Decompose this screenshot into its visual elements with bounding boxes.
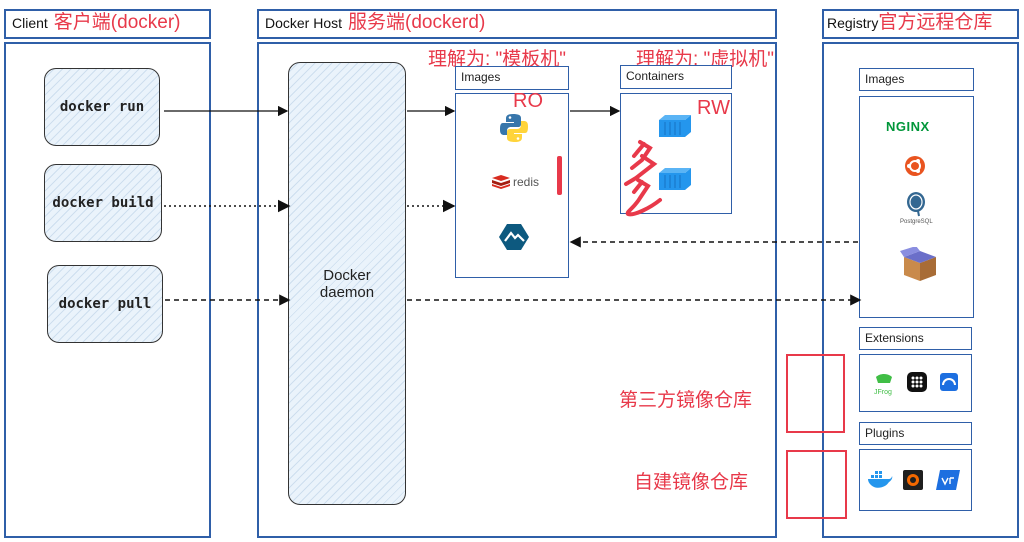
client-title-cn: 客户端(docker) [53, 12, 181, 33]
registry-header: Registry官方远程仓库 [822, 9, 1019, 39]
host-containers-label: Containers [620, 65, 732, 89]
ro-label: RO [513, 90, 543, 112]
box-icon [900, 247, 936, 281]
registry-title-cn: 官方远程仓库 [878, 12, 993, 33]
alpine-icon [499, 224, 529, 250]
docker-daemon[interactable]: Docker daemon [288, 62, 406, 505]
host-title-cn: 服务端(dockerd) [348, 12, 486, 33]
ubuntu-icon [905, 156, 925, 176]
postgresql-label: PostgreSQL [900, 219, 933, 225]
jfrog-icon [876, 374, 892, 383]
docker-run-label: docker run [59, 99, 145, 115]
container-icon [659, 168, 691, 190]
client-title: Client [12, 15, 48, 31]
third-party-highlight [786, 354, 845, 433]
host-header: Docker Host 服务端(dockerd) [257, 9, 777, 39]
redis-icon [492, 175, 510, 189]
host-images-label: Images [455, 66, 569, 90]
self-built-registry-label: 自建镜像仓库 [634, 472, 749, 493]
handwritten-annotation [624, 140, 662, 217]
self-built-highlight [786, 450, 847, 519]
docker-whale-icon [868, 471, 893, 488]
vmware-icon [936, 470, 960, 490]
docker-run-command[interactable]: docker run [44, 68, 160, 146]
postgresql-icon [907, 192, 925, 217]
third-party-registry-label: 第三方镜像仓库 [619, 390, 753, 411]
images-note: 理解为: "模板机" [428, 49, 567, 70]
client-header: Client 客户端(docker) [4, 9, 211, 39]
registry-images-label: Images [859, 68, 974, 91]
docker-pull-command[interactable]: docker pull [47, 265, 163, 343]
dashboard-app-icon [940, 373, 958, 391]
daemon-line2: daemon [319, 283, 375, 301]
jfrog-label: JFrog [874, 389, 892, 396]
redis-label: redis [513, 175, 540, 189]
registry-title: Registry [827, 15, 879, 31]
rw-label: RW [697, 97, 730, 119]
docker-pull-label: docker pull [58, 296, 152, 312]
python-icon [500, 114, 528, 142]
grafana-icon [903, 470, 923, 490]
nginx-logo: NGINX [886, 119, 930, 134]
container-icon [659, 115, 691, 137]
docker-build-command[interactable]: docker build [44, 164, 162, 242]
containers-note: 理解为: "虚拟机" [636, 49, 775, 70]
daemon-line1: Docker [323, 266, 371, 284]
ro-marker-bar [557, 156, 562, 195]
docker-build-label: docker build [52, 195, 154, 211]
grid-app-icon [907, 372, 927, 392]
plugins-label: Plugins [859, 422, 972, 445]
extensions-label: Extensions [859, 327, 972, 350]
host-title: Docker Host [265, 15, 343, 31]
